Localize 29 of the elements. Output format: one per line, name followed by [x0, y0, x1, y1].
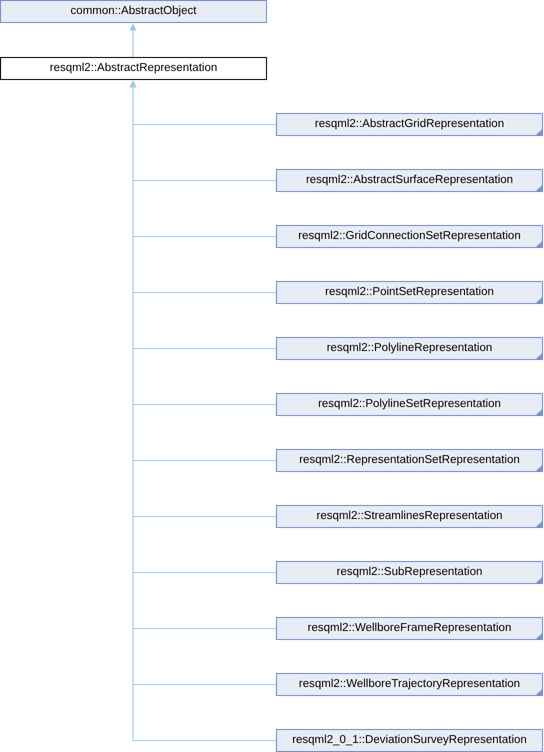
class-name: resqml2::AbstractGridRepresentation: [314, 118, 504, 130]
class-name: resqml2::SubRepresentation: [336, 566, 482, 578]
class-name: resqml2::WellboreTrajectoryRepresentation: [298, 678, 520, 690]
class-box: [0, 57, 267, 80]
class-name: resqml2::AbstractRepresentation: [50, 62, 218, 74]
class-name: resqml2::PolylineSetRepresentation: [318, 398, 501, 410]
class-name: resqml2::StreamlinesRepresentation: [316, 510, 502, 522]
class-box: [276, 561, 543, 584]
class-name: resqml2::PolylineRepresentation: [326, 342, 492, 354]
class-box: [276, 113, 543, 136]
class-box: [276, 337, 543, 360]
class-box: [276, 449, 543, 472]
class-name: resqml2::AbstractSurfaceRepresentation: [306, 174, 514, 186]
class-box: [276, 225, 543, 248]
class-box: [276, 617, 543, 640]
inheritance-arrow: [130, 23, 136, 58]
class-name: resqml2::WellboreFrameRepresentation: [308, 622, 512, 634]
class-box: [276, 169, 543, 192]
class-box: [276, 505, 543, 528]
class-name: resqml2_0_1::DeviationSurveyRepresentation: [292, 734, 527, 746]
class-name: resqml2::PointSetRepresentation: [325, 286, 494, 298]
class-box: [276, 281, 543, 304]
class-box: [276, 393, 543, 416]
class-name: resqml2::RepresentationSetRepresentation: [299, 454, 520, 466]
class-box: [0, 0, 267, 23]
class-name: common::AbstractObject: [70, 6, 196, 18]
class-box: [276, 729, 543, 752]
class-name: resqml2::GridConnectionSetRepresentation: [298, 230, 521, 242]
class-box: [276, 673, 543, 696]
